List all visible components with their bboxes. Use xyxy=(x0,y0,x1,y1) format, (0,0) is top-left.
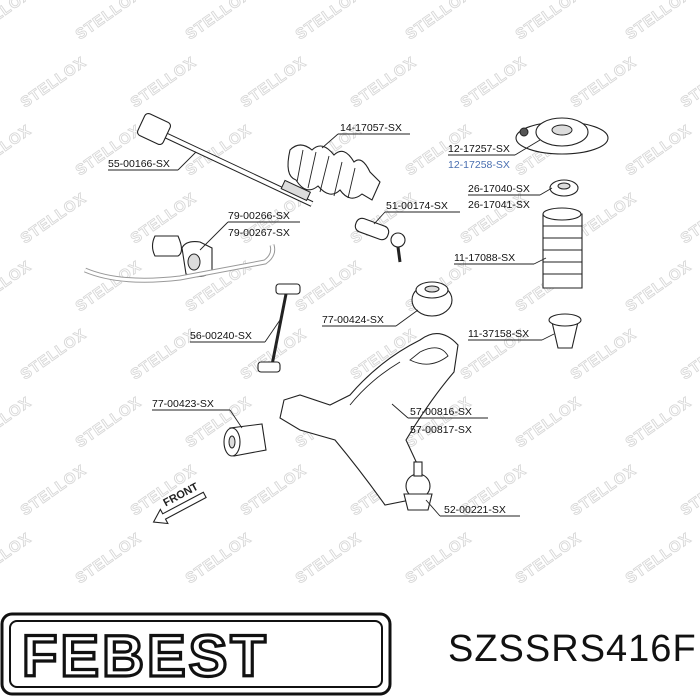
watermark-text: STELLOX xyxy=(73,0,145,43)
dust-boot-part xyxy=(542,207,583,289)
label-26-17041: 26-17041-SX xyxy=(468,199,530,211)
label-77-00424: 77-00424-SX xyxy=(322,314,384,326)
watermark-text: STELLOX xyxy=(73,530,145,588)
label-26-17040: 26-17040-SX xyxy=(468,183,530,195)
tie-rod-part xyxy=(137,112,314,207)
watermark-text: STELLOX xyxy=(293,258,365,316)
label-79-00266: 79-00266-SX xyxy=(228,210,290,222)
parts-diagram: STELLOX STELLOX STELLOX STELLOX STELLOX STELL… xyxy=(0,0,700,588)
watermark-text: STELLOX xyxy=(348,54,420,112)
watermark-text: STELLOX xyxy=(0,0,35,43)
part-labels: 14-17057-SX 55-00166-SX 12-17257-SX 12-1… xyxy=(108,122,530,516)
strut-mount-part xyxy=(515,117,609,155)
label-55-00166: 55-00166-SX xyxy=(108,158,170,170)
part-number: SZSSRS416F xyxy=(448,628,697,670)
label-57-00817: 57-00817-SX xyxy=(410,424,472,436)
watermark-text: STELLOX xyxy=(513,530,585,588)
watermark-text: STELLOX xyxy=(0,258,35,316)
watermark-text: STELLOX xyxy=(73,258,145,316)
watermark-text: STELLOX xyxy=(513,0,585,43)
watermark-text: STELLOX xyxy=(238,54,310,112)
watermark-text: STELLOX xyxy=(458,54,530,112)
watermark-text: STELLOX xyxy=(678,462,700,520)
watermark-text: STELLOX xyxy=(0,530,35,588)
label-12-17258: 12-17258-SX xyxy=(448,159,510,171)
watermark-text: STELLOX xyxy=(513,394,585,452)
watermark-text: STELLOX xyxy=(18,462,90,520)
bump-stop-part xyxy=(548,313,582,349)
ball-joint-part xyxy=(403,461,433,511)
watermark-text: STELLOX xyxy=(128,326,200,384)
watermark-text: STELLOX xyxy=(293,0,365,43)
stabilizer-bushing-part xyxy=(151,235,213,278)
label-52-00221: 52-00221-SX xyxy=(444,504,506,516)
watermark-text: STELLOX xyxy=(293,530,365,588)
steering-boot-part xyxy=(287,144,381,201)
watermark-text: STELLOX xyxy=(568,54,640,112)
label-14-17057: 14-17057-SX xyxy=(340,122,402,134)
strut-bearing-part xyxy=(549,179,579,197)
watermark-text: STELLOX xyxy=(568,462,640,520)
label-12-17257: 12-17257-SX xyxy=(448,143,510,155)
watermark-text: STELLOX xyxy=(183,0,255,43)
watermark-text: STELLOX xyxy=(0,122,35,180)
watermark-text: STELLOX xyxy=(623,394,695,452)
watermark-text: STELLOX xyxy=(18,190,90,248)
leader-lines xyxy=(108,133,555,517)
label-11-37158: 11-37158-SX xyxy=(468,328,529,340)
watermark-text: STELLOX xyxy=(623,530,695,588)
stabilizer-link-part xyxy=(257,283,301,373)
watermark-text: STELLOX xyxy=(678,190,700,248)
watermark-text: STELLOX xyxy=(0,394,35,452)
watermark-text: STELLOX xyxy=(568,326,640,384)
watermark-text: STELLOX xyxy=(183,530,255,588)
label-57-00816: 57-00816-SX xyxy=(410,406,472,418)
tie-rod-end-part xyxy=(354,217,406,263)
watermark-text: STELLOX xyxy=(623,258,695,316)
watermark-text: STELLOX xyxy=(403,530,475,588)
label-79-00267: 79-00267-SX xyxy=(228,227,290,239)
label-51-00174: 51-00174-SX xyxy=(386,200,448,212)
watermark-text: STELLOX xyxy=(238,462,310,520)
febest-logo: FEBEST xyxy=(0,612,392,696)
label-56-00240: 56-00240-SX xyxy=(190,330,252,342)
label-11-17088: 11-17088-SX xyxy=(454,252,515,264)
watermark-text: STELLOX xyxy=(678,326,700,384)
watermark-text: STELLOX xyxy=(18,54,90,112)
watermark-text: STELLOX xyxy=(128,54,200,112)
arm-bushing-rear-part xyxy=(411,281,453,317)
watermark-text: STELLOX xyxy=(18,326,90,384)
watermark-text: STELLOX xyxy=(73,122,145,180)
watermark-text: STELLOX xyxy=(678,54,700,112)
watermark-text: STELLOX xyxy=(623,0,695,43)
arm-bushing-front-part xyxy=(223,423,267,457)
watermark-layer: STELLOX STELLOX STELLOX STELLOX STELLOX STELL… xyxy=(0,0,700,588)
watermark-text: STELLOX xyxy=(623,122,695,180)
brand-bar: FEBEST xyxy=(0,612,392,696)
label-77-00423: 77-00423-SX xyxy=(152,398,214,410)
watermark-text: STELLOX xyxy=(403,0,475,43)
watermark-text: STELLOX xyxy=(73,394,145,452)
logo-text: FEBEST xyxy=(22,624,269,689)
